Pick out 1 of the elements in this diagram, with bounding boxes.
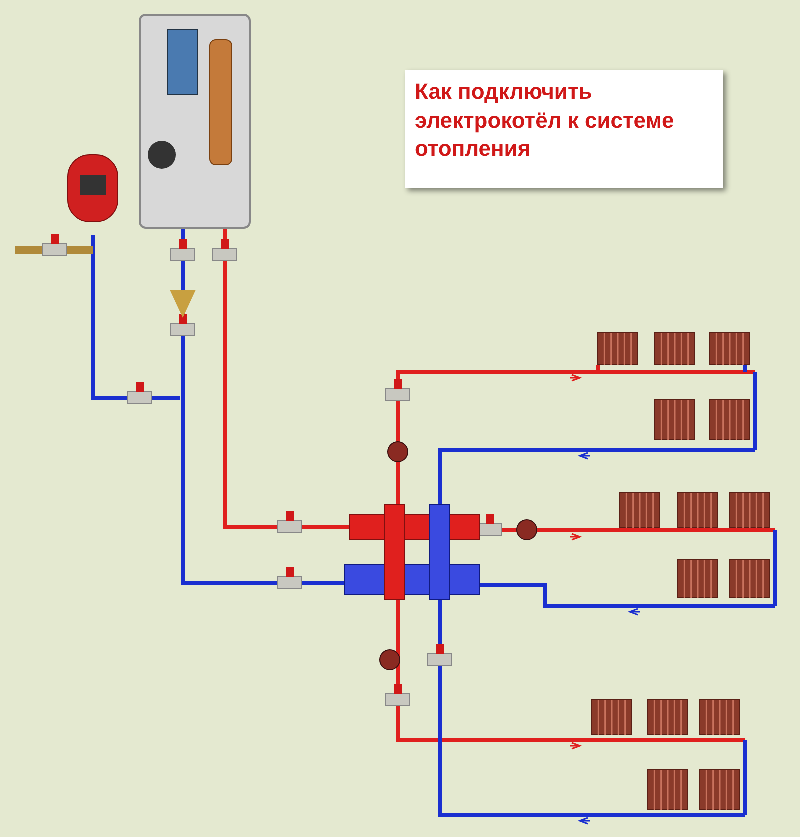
title: Как подключить электрокотёл к системе отопления — [405, 70, 723, 188]
